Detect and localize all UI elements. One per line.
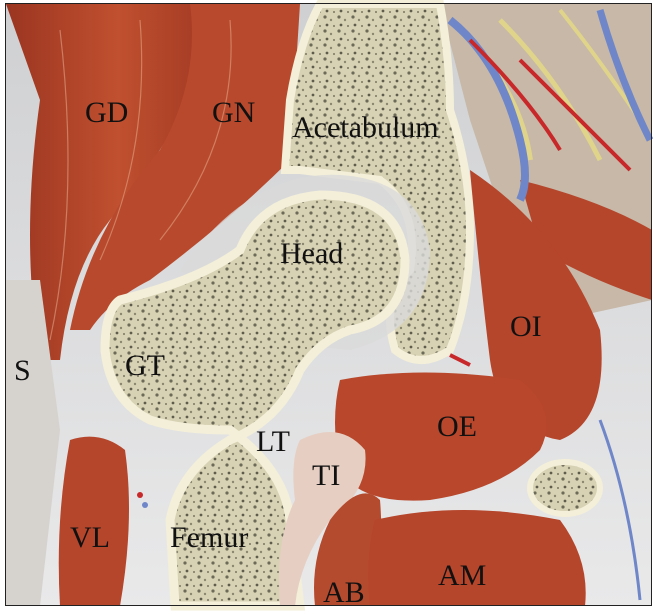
- label-ti: TI: [312, 461, 340, 491]
- label-head: Head: [280, 239, 343, 269]
- label-gd: GD: [85, 98, 128, 128]
- label-s: S: [14, 356, 31, 386]
- label-gt: GT: [125, 351, 165, 381]
- label-am: AM: [438, 561, 486, 591]
- label-gn: GN: [212, 98, 255, 128]
- ischium-section: [530, 462, 600, 514]
- label-ab: AB: [323, 578, 365, 608]
- label-oe: OE: [437, 412, 477, 442]
- label-oi: OI: [510, 312, 542, 342]
- label-femur: Femur: [170, 523, 248, 553]
- label-acetabulum: Acetabulum: [292, 113, 439, 143]
- label-lt: LT: [256, 427, 290, 457]
- label-vl: VL: [70, 523, 110, 553]
